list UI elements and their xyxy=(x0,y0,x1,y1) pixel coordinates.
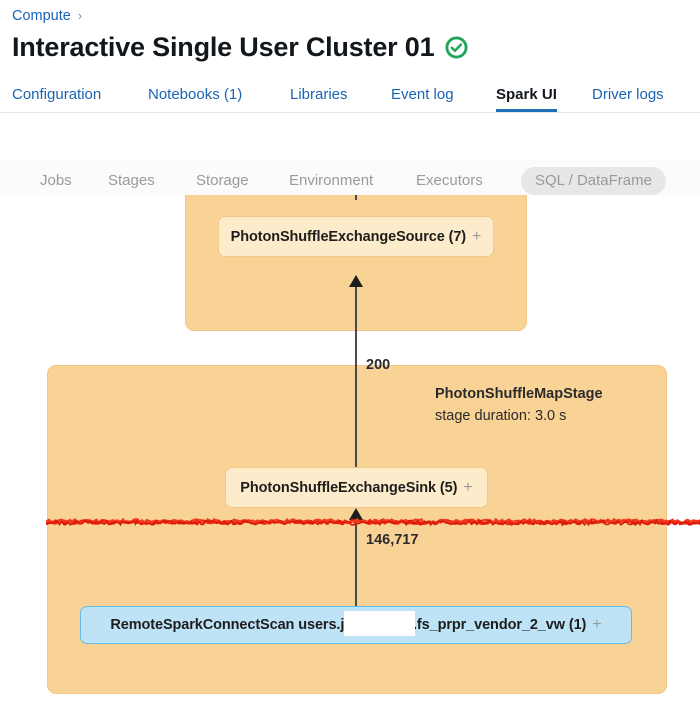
tab-notebooks[interactable]: Notebooks (1) xyxy=(148,86,243,103)
edge-line-scan-to-sink xyxy=(355,520,357,610)
edge-arrowhead-lower xyxy=(349,508,363,520)
breadcrumb: Compute › xyxy=(12,7,82,25)
sql-dag-graph: PhotonShuffleMapStage stage duration: 3.… xyxy=(0,195,700,714)
cluster-tabs: Configuration Notebooks (1) Libraries Ev… xyxy=(0,80,700,113)
expand-plus-icon[interactable]: + xyxy=(592,616,602,633)
edge-arrowhead-upper xyxy=(349,275,363,287)
subtab-environment[interactable]: Environment xyxy=(289,172,374,189)
redaction-block xyxy=(344,611,415,636)
tab-configuration[interactable]: Configuration xyxy=(12,86,102,103)
dag-node-photon-shuffle-exchange-source[interactable]: PhotonShuffleExchangeSource (7) + xyxy=(218,216,494,257)
check-circle-icon xyxy=(445,36,468,59)
tab-spark-ui[interactable]: Spark UI xyxy=(496,80,557,112)
dag-node-label: PhotonShuffleExchangeSink (5) xyxy=(240,479,458,496)
stage-name-label: PhotonShuffleMapStage xyxy=(435,386,603,402)
tab-event-log[interactable]: Event log xyxy=(391,86,454,103)
expand-plus-icon[interactable]: + xyxy=(463,478,473,496)
subtab-stages[interactable]: Stages xyxy=(108,172,155,189)
tab-libraries[interactable]: Libraries xyxy=(290,86,348,103)
edge-label-row-count-lower: 146,717 xyxy=(366,532,419,548)
dag-node-label: PhotonShuffleExchangeSource (7) xyxy=(230,228,467,245)
red-annotation-line xyxy=(46,515,700,527)
breadcrumb-link-compute[interactable]: Compute xyxy=(12,8,71,24)
annotation-svg xyxy=(46,517,700,527)
breadcrumb-chevron-icon: › xyxy=(77,8,83,23)
dag-node-photon-shuffle-exchange-sink[interactable]: PhotonShuffleExchangeSink (5) + xyxy=(225,467,488,508)
subtab-storage[interactable]: Storage xyxy=(196,172,249,189)
spark-subnav: Jobs Stages Storage Environment Executor… xyxy=(0,160,700,201)
subtab-executors[interactable]: Executors xyxy=(416,172,483,189)
tab-driver-logs[interactable]: Driver logs xyxy=(592,86,664,103)
page-title-row: Interactive Single User Cluster 01 xyxy=(12,31,468,64)
stage-duration-label: stage duration: 3.0 s xyxy=(435,408,567,424)
expand-plus-icon[interactable]: + xyxy=(472,227,482,245)
edge-label-row-count-upper: 200 xyxy=(366,357,391,373)
subtab-jobs[interactable]: Jobs xyxy=(40,172,72,189)
subtab-sql-dataframe[interactable]: SQL / DataFrame xyxy=(521,167,666,195)
stage-info-block: PhotonShuffleMapStage stage duration: 3.… xyxy=(435,385,603,426)
page-title: Interactive Single User Cluster 01 xyxy=(12,32,435,62)
edge-line-top-stub xyxy=(355,195,357,200)
edge-line-sink-to-source xyxy=(355,287,357,483)
